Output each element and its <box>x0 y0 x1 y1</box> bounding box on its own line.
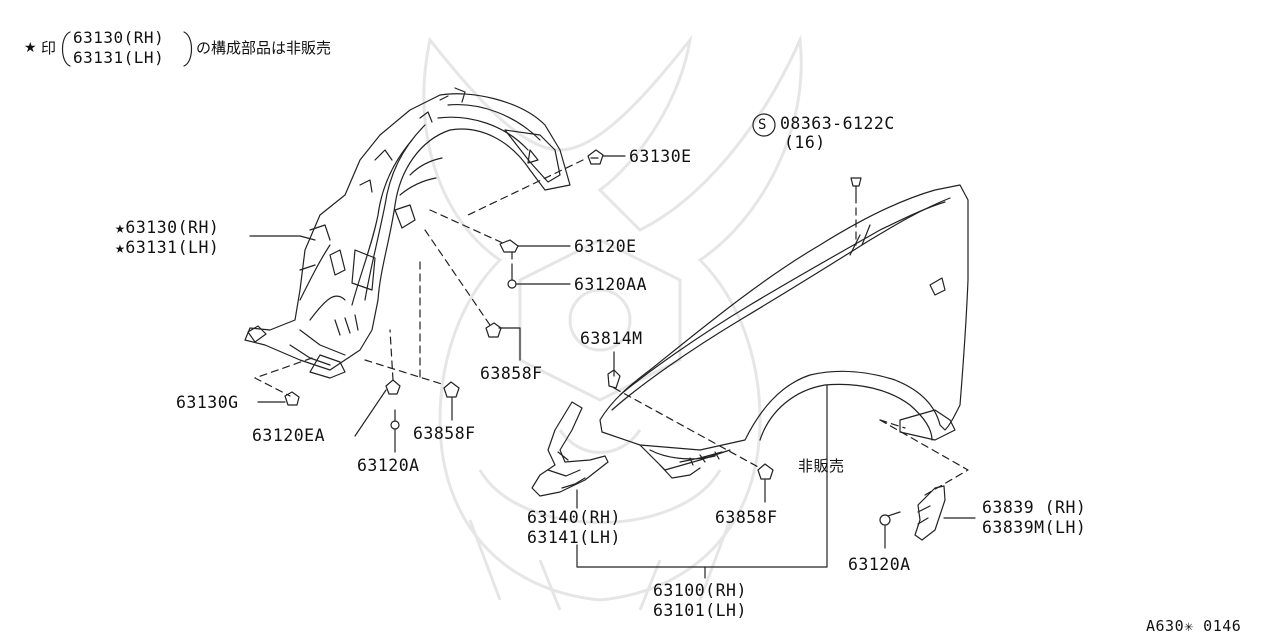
label-63140-rh[interactable]: 63140(RH) <box>527 508 621 527</box>
note-rh-part: 63130(RH) <box>73 28 165 47</box>
splash-guard-63140[interactable] <box>532 402 608 496</box>
label-63120aa[interactable]: 63120AA <box>574 275 648 294</box>
label-63120a-a[interactable]: 63120A <box>357 456 420 475</box>
label-63120a-b[interactable]: 63120A <box>848 555 911 574</box>
label-63141-lh[interactable]: 63141(LH) <box>527 528 621 547</box>
fastener-63120e[interactable] <box>500 240 518 252</box>
label-63839-rh[interactable]: 63839 (RH) <box>982 498 1087 517</box>
note-lh-part: 63131(LH) <box>73 48 165 67</box>
mud-flap-63839[interactable] <box>915 486 945 540</box>
label-63130e[interactable]: 63130E <box>629 147 692 166</box>
label-63131-lh[interactable]: ★63131(LH) <box>115 238 220 257</box>
figure-code: A630✳ 0146 <box>1146 617 1242 635</box>
label-63130g[interactable]: 63130G <box>176 393 239 412</box>
s-symbol-circle <box>752 113 776 137</box>
label-63130-rh[interactable]: ★63130(RH) <box>115 218 220 237</box>
fastener-63858f-a[interactable] <box>486 323 501 337</box>
note-prefix: 印 <box>41 39 57 57</box>
label-63814m[interactable]: 63814M <box>580 329 643 348</box>
front-fender[interactable] <box>600 185 968 478</box>
bolt-63120a-b[interactable] <box>879 512 900 526</box>
label-not-sold[interactable]: 非販売 <box>798 457 845 475</box>
bolt-63120aa[interactable] <box>507 270 517 289</box>
fastener-63130g[interactable] <box>285 392 299 405</box>
label-63858f-c[interactable]: 63858F <box>715 508 778 527</box>
fastener-63130e[interactable] <box>588 150 603 164</box>
label-screw-qty: (16) <box>784 133 826 152</box>
note-bracket-right <box>184 32 192 66</box>
clip-63120ea[interactable] <box>386 380 400 394</box>
label-63858f-a[interactable]: 63858F <box>480 364 543 383</box>
label-screw-08363[interactable]: 08363-6122C <box>780 114 895 133</box>
s-symbol: S <box>758 117 767 133</box>
leader-lines <box>250 156 975 578</box>
clip-63814m[interactable] <box>608 370 620 388</box>
label-63120e[interactable]: 63120E <box>574 237 637 256</box>
note-bracket-left <box>63 32 71 66</box>
label-63858f-b[interactable]: 63858F <box>413 424 476 443</box>
screw-08363[interactable] <box>851 178 861 196</box>
guide-lines <box>255 160 968 495</box>
label-63120ea[interactable]: 63120EA <box>252 426 326 445</box>
label-63839m-lh[interactable]: 63839M(LH) <box>982 518 1087 537</box>
bolt-63120a-a[interactable] <box>390 410 400 430</box>
fastener-63858f-c[interactable] <box>758 464 773 479</box>
label-63100-rh[interactable]: 63100(RH) <box>653 581 747 600</box>
fastener-63858f-b[interactable] <box>444 382 459 397</box>
note-suffix: の構成部品は非販売 <box>196 39 332 57</box>
fender-liner[interactable] <box>245 88 570 378</box>
star-icon: ★ <box>24 40 37 56</box>
label-63101-lh[interactable]: 63101(LH) <box>653 601 747 620</box>
